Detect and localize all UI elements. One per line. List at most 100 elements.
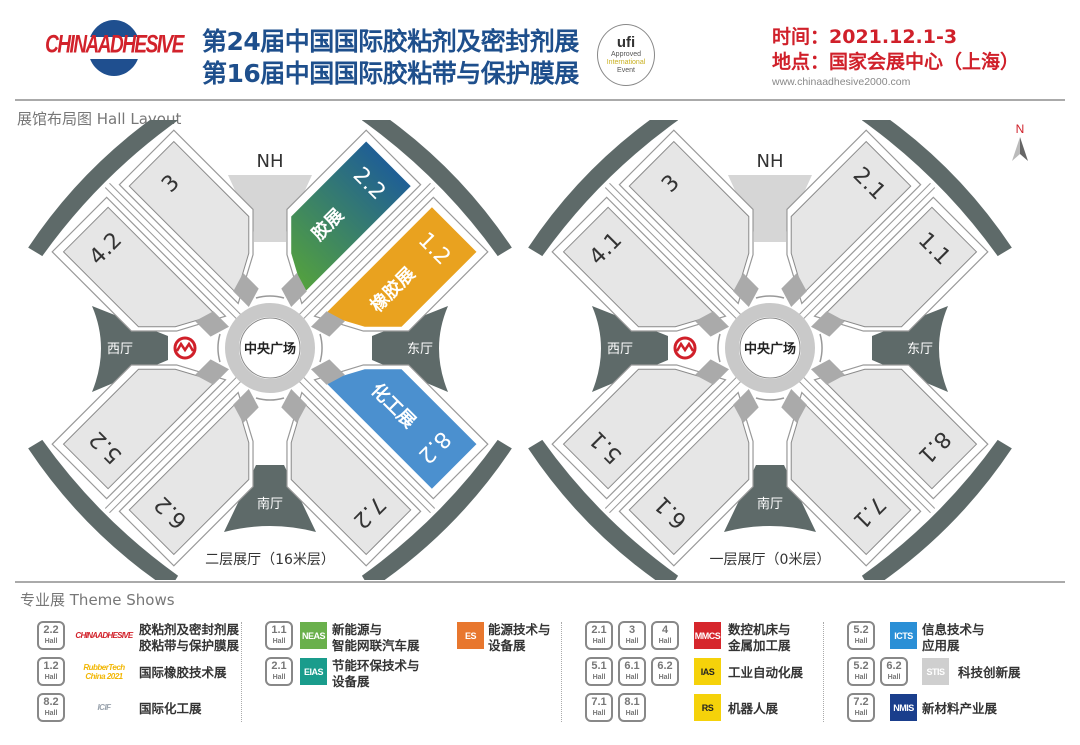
hall-entrance-block xyxy=(281,389,307,423)
show-name: 胶粘剂及密封剂展胶粘带与保护膜展 xyxy=(139,622,239,654)
show-name-line1: 国际橡胶技术展 xyxy=(139,665,227,680)
hall-badge-word: Hall xyxy=(592,710,606,717)
event-date: 时间：2021.12.1-3 xyxy=(772,26,958,48)
hall-badge-number: 8.2 xyxy=(43,696,59,708)
hall-badge-word: Hall xyxy=(44,674,58,681)
show-name: 科技创新展 xyxy=(958,665,1021,681)
show-logo-mmcs: MMCS xyxy=(694,622,721,649)
logo-text: CHINAADHESIVE xyxy=(45,31,184,59)
hall-badge-number: 6.2 xyxy=(886,660,902,672)
event-title-2: 第16届中国国际胶粘带与保护膜展 xyxy=(202,59,579,88)
ufi-line2: International xyxy=(606,59,646,66)
hall-entrance-block xyxy=(811,311,845,337)
hall-badge-number: 6.1 xyxy=(624,660,640,672)
road-edge xyxy=(104,187,240,323)
south-hall-entrance xyxy=(224,465,316,532)
show-name: 机器人展 xyxy=(728,701,778,717)
hall-6.2[interactable] xyxy=(128,401,281,556)
north-hall-entrance xyxy=(228,175,312,242)
hall-badge-word: Hall xyxy=(592,638,606,645)
hall-3[interactable] xyxy=(128,140,281,295)
hall-2.1[interactable] xyxy=(759,140,912,295)
website-link[interactable]: www.chinaadhesive2000.com xyxy=(772,76,911,88)
event-title-1: 第24届中国国际胶粘剂及密封剂展 xyxy=(202,27,579,56)
show-name-line1: 新能源与 xyxy=(332,622,383,637)
west-hall-label: 西厅 xyxy=(107,342,133,357)
hall-badge-word: Hall xyxy=(854,674,868,681)
hall-8.2[interactable] xyxy=(324,337,477,489)
quadrant: 6.25.2 xyxy=(28,337,281,580)
road-edge xyxy=(295,182,431,318)
hall-badge-word: Hall xyxy=(658,638,672,645)
road-edge xyxy=(300,187,436,323)
road-edge xyxy=(609,182,745,318)
show-logo-icif: ICIF xyxy=(97,703,111,712)
show-name: 工业自动化展 xyxy=(728,665,803,681)
hall-7.2[interactable] xyxy=(259,401,412,556)
plaza-ring xyxy=(725,303,815,393)
plaza-arc xyxy=(255,397,285,401)
east-hall-entrance xyxy=(372,306,448,392)
hall-badge-word: Hall xyxy=(272,674,286,681)
hall-2.2[interactable] xyxy=(259,141,411,294)
metro-icon xyxy=(173,336,197,360)
hall-badge-word: Hall xyxy=(625,638,639,645)
hall-3[interactable] xyxy=(628,140,781,295)
hall-4.2[interactable] xyxy=(62,206,217,359)
show-name: 国际化工展 xyxy=(139,701,202,717)
hall-badge-word: Hall xyxy=(658,674,672,681)
corner-cap xyxy=(861,439,1012,580)
show-name-line2: 智能网联汽车展 xyxy=(332,638,420,653)
hall-entrance-block xyxy=(695,359,729,385)
hall-6.1[interactable] xyxy=(628,401,781,556)
hall-badge-word: Hall xyxy=(272,638,286,645)
hall-8.1[interactable] xyxy=(823,337,978,490)
show-name: 新材料产业展 xyxy=(922,701,997,717)
show-name-line2: 设备展 xyxy=(332,674,370,689)
show-logo-es: ES xyxy=(457,622,484,649)
show-logo-neas: NEAS xyxy=(300,622,327,649)
road-edge xyxy=(109,378,245,514)
header-divider xyxy=(15,99,1065,101)
show-name-line1: 新材料产业展 xyxy=(922,701,998,716)
hall-badge-number: 4 xyxy=(661,624,669,636)
show-logo-stis: STIS xyxy=(922,658,949,685)
plaza-arc xyxy=(255,295,285,299)
north-hall-entrance xyxy=(728,175,812,242)
hall-7.1[interactable] xyxy=(759,401,912,556)
plaza-arc xyxy=(319,333,323,363)
legend-divider xyxy=(823,622,824,722)
hall-badge-number: 2.1 xyxy=(271,660,287,672)
north-compass: N xyxy=(1008,122,1032,166)
legend-divider xyxy=(561,622,562,722)
show-name-line1: 科技创新展 xyxy=(958,665,1021,680)
show-logo-nmis: NMIS xyxy=(890,694,917,721)
show-name: 新能源与智能网联汽车展 xyxy=(332,622,420,654)
show-name-line1: 信息技术与 xyxy=(922,622,985,637)
west-hall-entrance xyxy=(592,306,668,392)
road-edge xyxy=(800,373,936,509)
theme-shows-heading: 专业展 Theme Shows xyxy=(20,591,175,609)
hall-4.1[interactable] xyxy=(562,206,717,359)
hall-5.2[interactable] xyxy=(62,337,217,490)
quadrant: 4.13 xyxy=(528,120,781,359)
hall-badge-number: 1.2 xyxy=(43,660,59,672)
metro-icon-ring xyxy=(173,336,197,360)
plaza-arc xyxy=(755,295,785,299)
hall-5.1[interactable] xyxy=(562,337,717,490)
hall-entrance-block xyxy=(695,311,729,337)
show-name-line1: 节能环保技术与 xyxy=(332,658,420,673)
hall-1.1[interactable] xyxy=(823,206,978,359)
hall-badge-number: 5.2 xyxy=(853,660,869,672)
hall-1.2[interactable] xyxy=(324,207,477,359)
road-edge xyxy=(109,182,245,318)
north-hall-label: NH xyxy=(757,151,784,172)
compass-label: N xyxy=(1015,122,1025,136)
show-name-line2: 胶粘带与保护膜展 xyxy=(139,638,240,653)
